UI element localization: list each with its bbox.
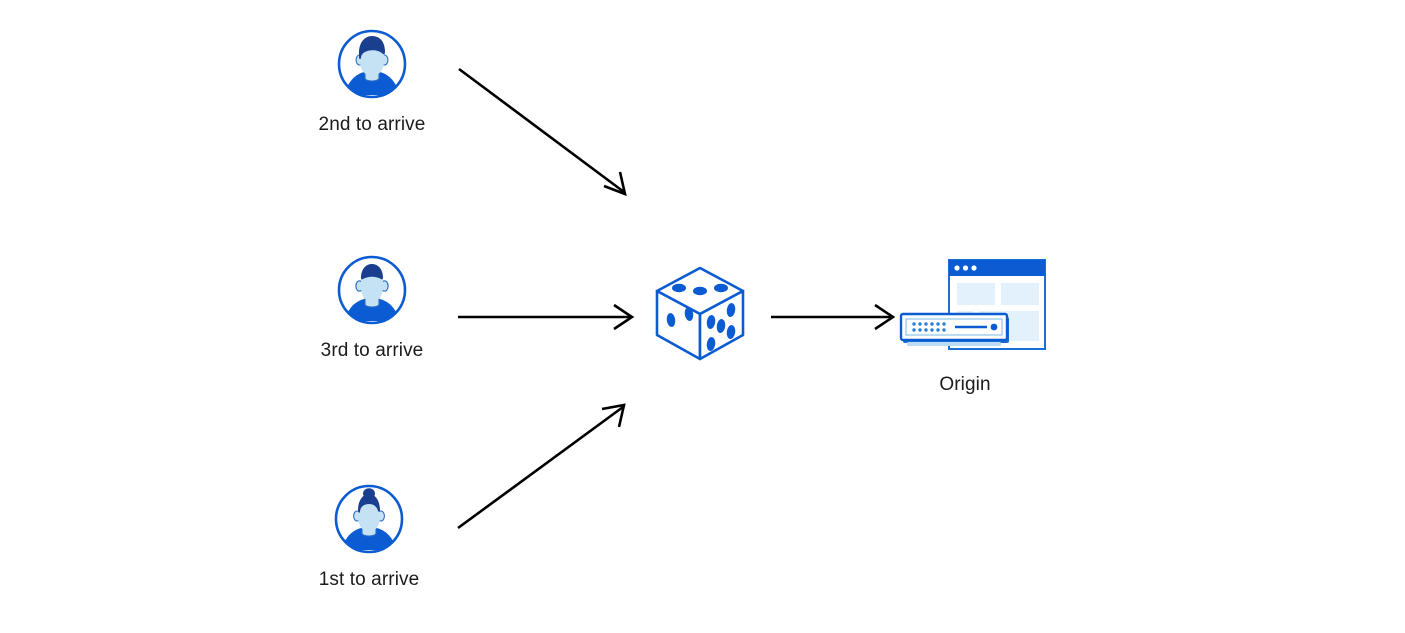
node-visitor-1st: 1st to arrive	[289, 482, 449, 591]
node-label-visitor-2nd: 2nd to arrive	[318, 114, 426, 135]
user-avatar-icon	[335, 253, 409, 327]
arrow-2nd-to-dice	[458, 67, 627, 197]
origin-server-icon	[895, 255, 1046, 363]
node-randomizer	[645, 262, 755, 367]
user-avatar-icon	[335, 27, 409, 101]
node-origin: Origin	[875, 255, 1055, 396]
user-avatar-icon	[332, 482, 406, 556]
node-label-origin: Origin	[939, 374, 991, 395]
node-visitor-3rd: 3rd to arrive	[292, 253, 452, 362]
node-visitor-2nd: 2nd to arrive	[292, 27, 452, 136]
arrow-1st-to-dice	[457, 403, 626, 530]
arrow-3rd-to-dice	[458, 303, 635, 331]
dice-icon	[645, 262, 755, 367]
node-label-visitor-3rd: 3rd to arrive	[320, 340, 424, 361]
node-label-visitor-1st: 1st to arrive	[318, 569, 420, 590]
server-device-glyph	[899, 312, 1009, 346]
